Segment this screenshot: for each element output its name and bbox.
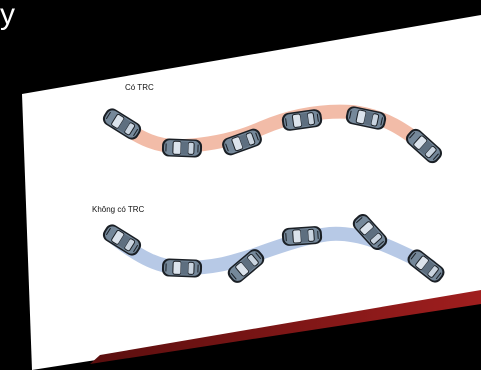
header-partial-text: y	[0, 0, 15, 31]
car-icon	[161, 257, 203, 279]
car-icon	[161, 137, 203, 159]
car-icon	[280, 225, 324, 247]
panel-background	[22, 15, 481, 370]
with-trc-label: Có TRC	[125, 83, 154, 92]
accent-stripe	[90, 290, 481, 364]
without-trc-label: Không có TRC	[92, 205, 145, 214]
